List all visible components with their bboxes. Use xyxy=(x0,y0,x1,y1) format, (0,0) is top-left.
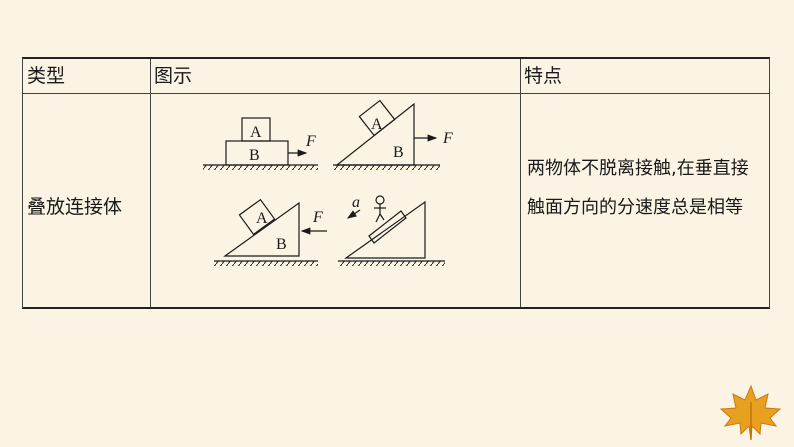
accel-arrow xyxy=(347,209,361,219)
table-header-row xyxy=(23,59,769,94)
column-divider xyxy=(520,59,521,307)
label-accel: a xyxy=(352,194,360,211)
diagram-flat-stack: A B F xyxy=(203,117,318,170)
column-divider xyxy=(150,59,151,307)
comparison-table: 类型 图示 特点 叠放连接体 两物体不脱离接触,在垂直接触面方向的分速度总是相等 xyxy=(22,57,770,309)
block-a xyxy=(238,198,276,236)
label-f: F xyxy=(442,130,453,147)
diagram-wedge-push-right: A B F xyxy=(333,99,453,170)
header-feature: 特点 xyxy=(524,65,563,87)
header-diagram: 图示 xyxy=(154,65,193,87)
cell-feature: 两物体不脱离接触,在垂直接触面方向的分速度总是相等 xyxy=(527,158,749,218)
label-a: A xyxy=(371,116,383,133)
diagram-wedge-push-left: A B F xyxy=(214,198,327,266)
block-a xyxy=(241,117,271,142)
label-f: F xyxy=(312,209,323,226)
cart xyxy=(368,210,407,244)
label-b: B xyxy=(276,236,287,253)
block-a xyxy=(358,99,396,137)
label-a: A xyxy=(250,124,262,141)
incline xyxy=(344,200,426,259)
label-b: B xyxy=(393,144,404,161)
header-type: 类型 xyxy=(27,65,66,87)
maple-leaf-icon xyxy=(719,384,782,441)
diagram-person-on-cart: a xyxy=(338,194,445,266)
person-head xyxy=(375,195,385,205)
cell-type: 叠放连接体 xyxy=(27,196,123,218)
label-f: F xyxy=(305,133,316,150)
wedge-b xyxy=(223,201,300,257)
label-a: A xyxy=(256,210,268,227)
label-b: B xyxy=(249,147,260,164)
